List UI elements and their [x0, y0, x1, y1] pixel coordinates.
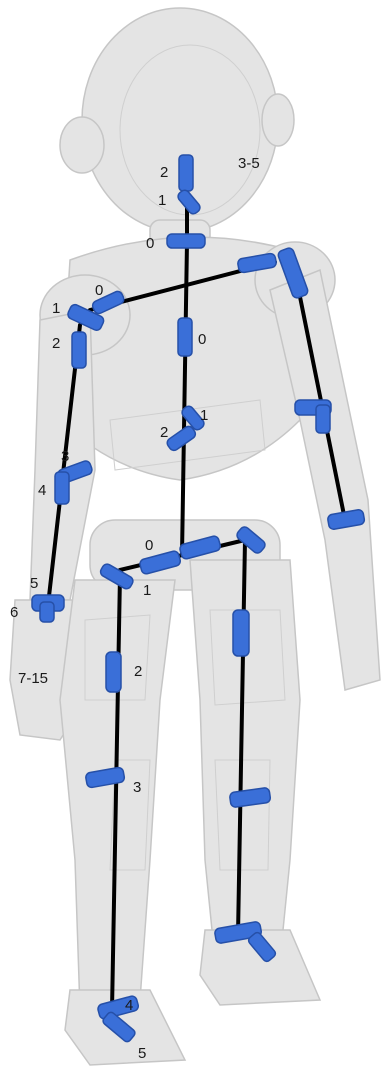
label-rarm-0: 0	[95, 282, 103, 299]
label-rleg-1: 1	[143, 582, 151, 599]
label-head-2: 2	[160, 164, 168, 181]
label-head-3-5: 3-5	[238, 155, 260, 172]
label-rarm-3: 3	[61, 448, 69, 465]
label-rleg-0: 0	[145, 537, 153, 554]
joint-larm-6	[40, 602, 54, 622]
label-rleg-5: 5	[138, 1045, 146, 1062]
label-rarm-2: 2	[52, 335, 60, 352]
robot-body	[10, 8, 380, 1065]
label-rarm-1: 1	[52, 300, 60, 317]
label-head-0: 0	[146, 235, 154, 252]
label-rarm-6: 6	[10, 604, 18, 621]
joint-rleg-knee	[233, 610, 249, 656]
label-torso-2: 2	[160, 424, 168, 441]
label-rarm-4: 4	[38, 482, 46, 499]
joint-larm-2	[72, 332, 86, 368]
joint-torso-0	[178, 318, 192, 356]
label-torso-1: 1	[200, 407, 208, 424]
label-rarm-5: 5	[30, 575, 38, 592]
joint-rarm-forearm	[316, 405, 330, 433]
joint-lleg-2	[106, 652, 121, 692]
label-rleg-2: 2	[134, 663, 142, 680]
joint-head-2	[179, 155, 193, 191]
label-rleg-3: 3	[133, 779, 141, 796]
joint-larm-4	[55, 472, 69, 504]
label-torso-0: 0	[198, 331, 206, 348]
label-head-1: 1	[158, 192, 166, 209]
joint-head-0	[167, 234, 205, 248]
label-rleg-4: 4	[125, 997, 133, 1014]
ear-right-shape	[262, 94, 294, 146]
label-rarm-7-15: 7-15	[18, 670, 48, 687]
ear-left-shape	[60, 117, 104, 173]
